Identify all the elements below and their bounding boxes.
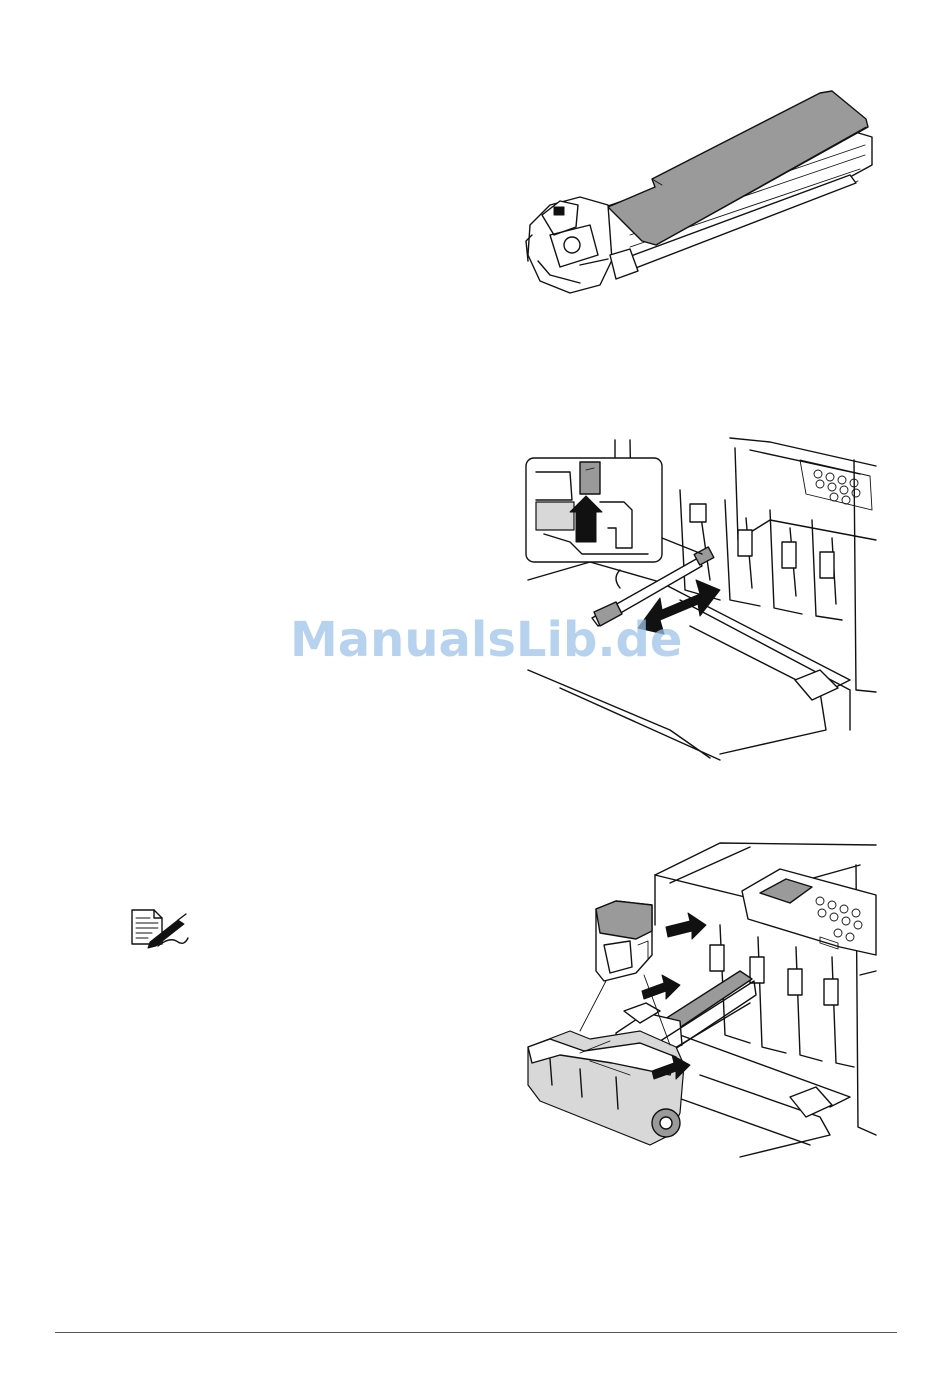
imaging-unit-illustration [520, 85, 880, 305]
install-units-illustration [520, 835, 880, 1160]
watermark-text: ManualsLib.de [290, 612, 670, 668]
footer-divider [55, 1332, 897, 1333]
laser-lens-cleaning-illustration [520, 430, 880, 760]
note-pencil-icon [128, 908, 190, 948]
